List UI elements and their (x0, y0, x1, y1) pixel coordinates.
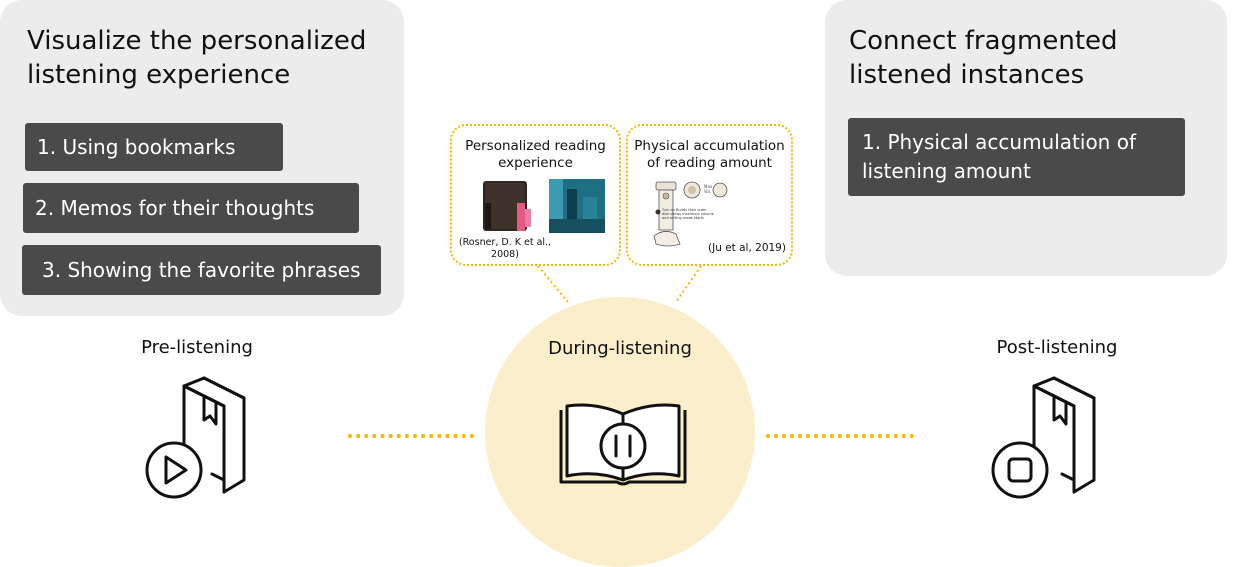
svg-text:and writing mode starts: and writing mode starts (662, 216, 704, 220)
post-listening-label: Post-listening (996, 337, 1118, 358)
open-book-pause-icon (559, 403, 687, 486)
pre-listening-label: Pre-listening (141, 337, 253, 358)
left-item-memos: 2. Memos for their thoughts (23, 183, 359, 233)
left-item-bookmarks: 1. Using bookmarks (25, 123, 283, 171)
bubble-personalized-reading: Personalized reading experience (Rosner,… (450, 124, 621, 266)
during-listening-label: During-listening (548, 338, 692, 359)
bubble-personalized-citation: (Rosner, D. K et al., 2008) (458, 237, 552, 260)
bubble-physical-accumulation: Physical accumulation of reading amount … (626, 124, 793, 266)
pre-to-during-dotted-line (348, 434, 474, 438)
accumulation-device-diagram: Max Vol. Turn on Buddy then outer disk s… (653, 181, 728, 247)
book-play-icon (145, 376, 246, 499)
right-item-physical-accumulation: 1. Physical accumulation of listening am… (848, 118, 1185, 196)
notebook-bookmark-image (483, 181, 531, 231)
bubble-personalized-title: Personalized reading experience (465, 138, 606, 171)
svg-text:Max: Max (704, 184, 713, 189)
bubble-physical-citation: (Ju et al, 2019) (708, 242, 786, 254)
left-panel-title: Visualize the personalized listening exp… (27, 26, 367, 90)
svg-text:Vol.: Vol. (704, 189, 711, 194)
svg-text:Turn on Buddy then outer: Turn on Buddy then outer (661, 208, 707, 212)
svg-text:disk shows maximum volume: disk shows maximum volume (662, 212, 714, 216)
device-photo-image (549, 179, 605, 233)
right-panel-title: Connect fragmented listened instances (849, 26, 1118, 90)
book-stop-icon (991, 376, 1096, 499)
left-item-favorite-phrases: 3. Showing the favorite phrases (22, 245, 381, 295)
bubble-physical-title: Physical accumulation of reading amount (634, 138, 785, 171)
during-to-post-dotted-line (766, 434, 914, 438)
